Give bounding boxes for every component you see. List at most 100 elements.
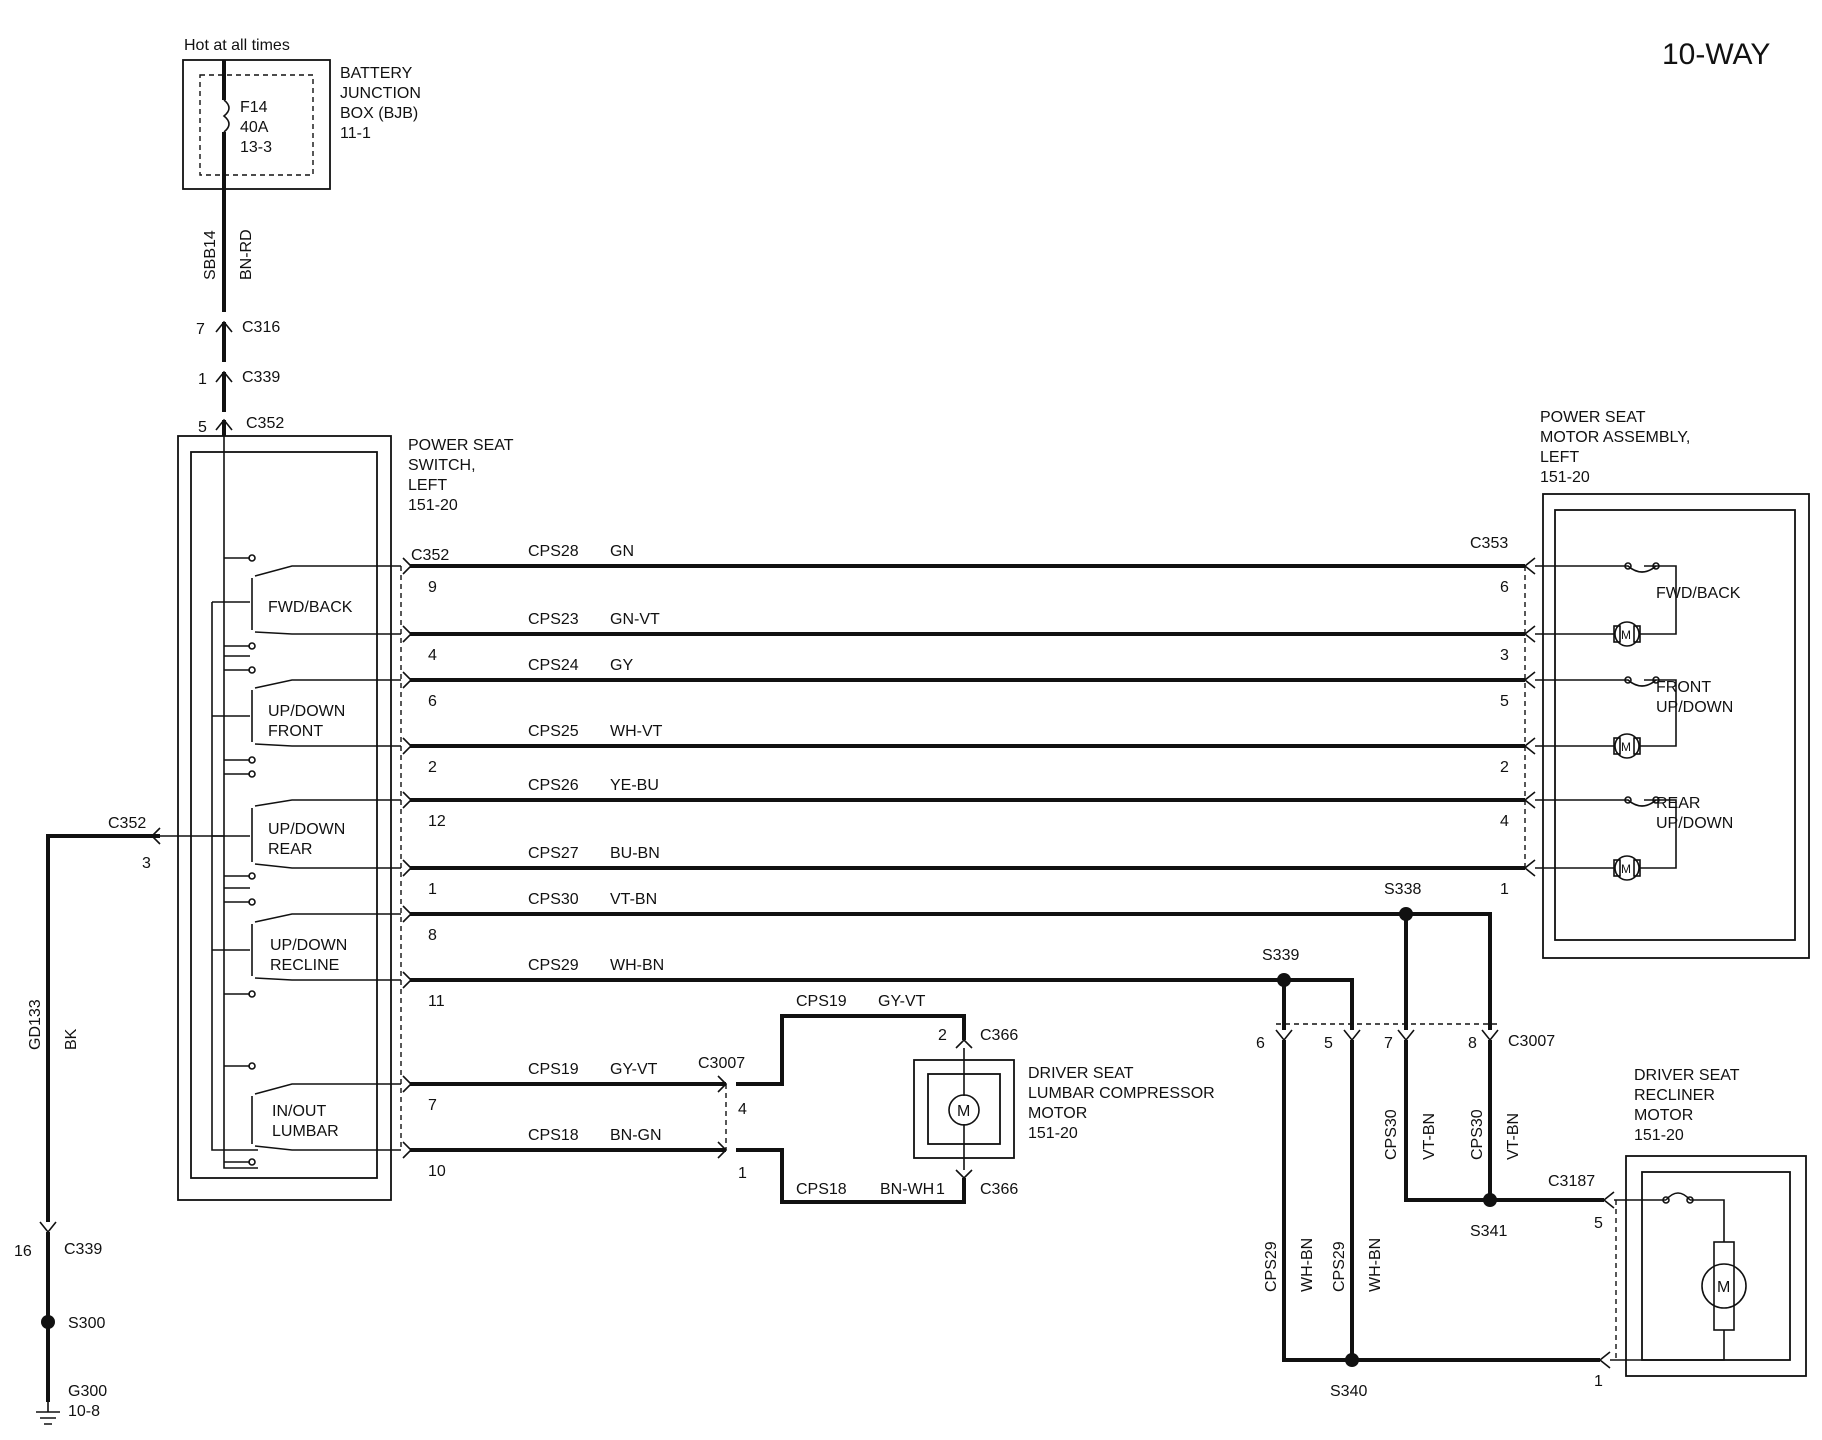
c3187-pin-5: 5 [1594,1215,1603,1232]
lumbar-name-1: DRIVER SEAT [1028,1065,1134,1082]
svg-text:40A: 40A [240,119,269,136]
cps29-loop [1282,1040,1600,1362]
switch-pin-label: 11 [428,993,445,1010]
switch-pin-label: 6 [428,693,437,710]
wire-color-label: GN-VT [610,611,660,628]
switch-up-down-rear: UP/DOWN REAR [212,770,401,880]
connector-arrow-icon [402,671,413,689]
g300-label: G300 [68,1383,107,1400]
c353-connector-label: C353 [1470,535,1508,552]
c3187-lower-connector-icon [1598,1351,1611,1369]
motor-symbol: M [1621,740,1631,754]
connector-arrow-icon [402,859,413,877]
motor-rear-up-down-label-2: UP/DOWN [1656,815,1733,832]
switch-power-bus [223,436,258,1169]
battery-junction-box [182,59,331,190]
wire-circuit-label: CPS23 [528,611,579,628]
connector-arrow-icon [402,1141,413,1159]
recliner-motor [1625,1155,1807,1377]
switch-up-down-front-label-1: UP/DOWN [268,703,345,720]
wire-cps29-7: CPS29 WH-BN 11 [402,957,1284,1010]
s339-label: S339 [1262,947,1299,964]
lumbar-upper-color: GY-VT [878,993,926,1010]
switch-pin-label: 9 [428,579,437,596]
s300-splice-dot [41,1315,55,1329]
s338-label: S338 [1384,881,1421,898]
power-seat-motor-assembly [1542,493,1810,959]
svg-text:C316: C316 [242,319,280,336]
wire-circuit-label: CPS29 [528,957,579,974]
motor-icon [1614,855,1640,881]
connector-arrow-icon [1523,671,1536,689]
wire-color-label: WH-BN [610,957,664,974]
wire-color-label: VT-BN [610,891,657,908]
ground-wire [46,834,160,1222]
connector-c352-upper: 5 C352 [198,415,284,436]
s340-label: S340 [1330,1383,1367,1400]
recliner-vwire-2-color: VT-BN [1505,1113,1522,1160]
far-pin-label: 6 [1500,579,1509,596]
lumbar-upper-wire [736,1014,966,1086]
lumbar-lower-circuit: CPS18 [796,1181,847,1198]
lumbar-lower-color: BN-WH [880,1181,934,1198]
power-seat-motor-assembly-name: POWER SEAT MOTOR ASSEMBLY, LEFT 151-20 [1540,409,1690,486]
svg-text:SWITCH,: SWITCH, [408,457,476,474]
recliner-vwire-4-circuit: CPS29 [1331,1241,1348,1292]
switch-pin-label: 4 [428,647,437,664]
connector-arrow-icon [1523,557,1536,575]
svg-text:F14: F14 [240,99,268,116]
power-seat-switch-inner [190,451,378,1179]
c366-lower-label: C366 [980,1181,1018,1198]
c352-ground-connector-label: C352 [108,815,146,832]
motor-fwd-back-label: FWD/BACK [1656,585,1741,602]
svg-text:5: 5 [198,419,207,436]
svg-text:C339: C339 [242,369,280,386]
c3007-pin-5: 5 [1324,1035,1333,1052]
g300-ref-label: 10-8 [68,1403,100,1420]
cps30-loop [1404,1040,1492,1202]
motor-symbol: M [1621,862,1631,876]
c339-ground-connector-icon [39,1221,57,1234]
wire-circuit-label: CPS18 [528,1127,579,1144]
motor-front-up-down-label-2: UP/DOWN [1656,699,1733,716]
switch-up-down-front: UP/DOWN FRONT [212,655,401,764]
connector-arrow-icon [1523,791,1536,809]
c3007-lumbar-label: C3007 [698,1055,745,1072]
switch-up-down-rear-label-2: REAR [268,841,312,858]
s340-splice-dot [1345,1353,1359,1367]
motor-units: MMM [1600,562,1677,881]
seat-motor-unit: M [1600,796,1677,881]
connector-arrow-icon [402,557,413,575]
wire-circuit-label: CPS26 [528,777,579,794]
c366-upper-connector-icon [955,1038,973,1049]
far-pin-label: 3 [1500,647,1509,664]
lumbar-name-2: LUMBAR COMPRESSOR [1028,1085,1215,1102]
recliner-vwire-3-color: WH-BN [1299,1238,1316,1292]
fuse-f14-icon [222,99,230,133]
ground-color-label: BK [63,1028,80,1050]
lumbar-motor-symbol: M [957,1103,970,1120]
fuse-f14-label: F14 40A 13-3 [240,99,272,156]
lumbar-motor-icon [948,1094,980,1126]
far-pin-label: 2 [1500,759,1509,776]
s300-label: S300 [68,1315,105,1332]
switch-in-out-lumbar-label-2: LUMBAR [272,1123,339,1140]
wire-circuit-label: CPS27 [528,845,579,862]
s339-splice-dot [1277,973,1291,987]
power-seat-switch-name: POWER SEAT SWITCH, LEFT 151-20 [408,437,514,514]
lumbar-name-3: MOTOR [1028,1105,1087,1122]
ground-circuit: C352 3 GD133 BK 16 C339 S300 G300 10-8 [14,815,224,1425]
c366-lower-pin: 1 [936,1181,945,1198]
lumbar-upper-circuit: CPS19 [796,993,847,1010]
c366-lower-connector-icon [955,1169,973,1180]
motor-icon [1614,733,1640,759]
c3007-pin-4: 4 [738,1101,747,1118]
wire-color-label: YE-BU [610,777,659,794]
ground-circuit-label: GD133 [27,999,44,1050]
